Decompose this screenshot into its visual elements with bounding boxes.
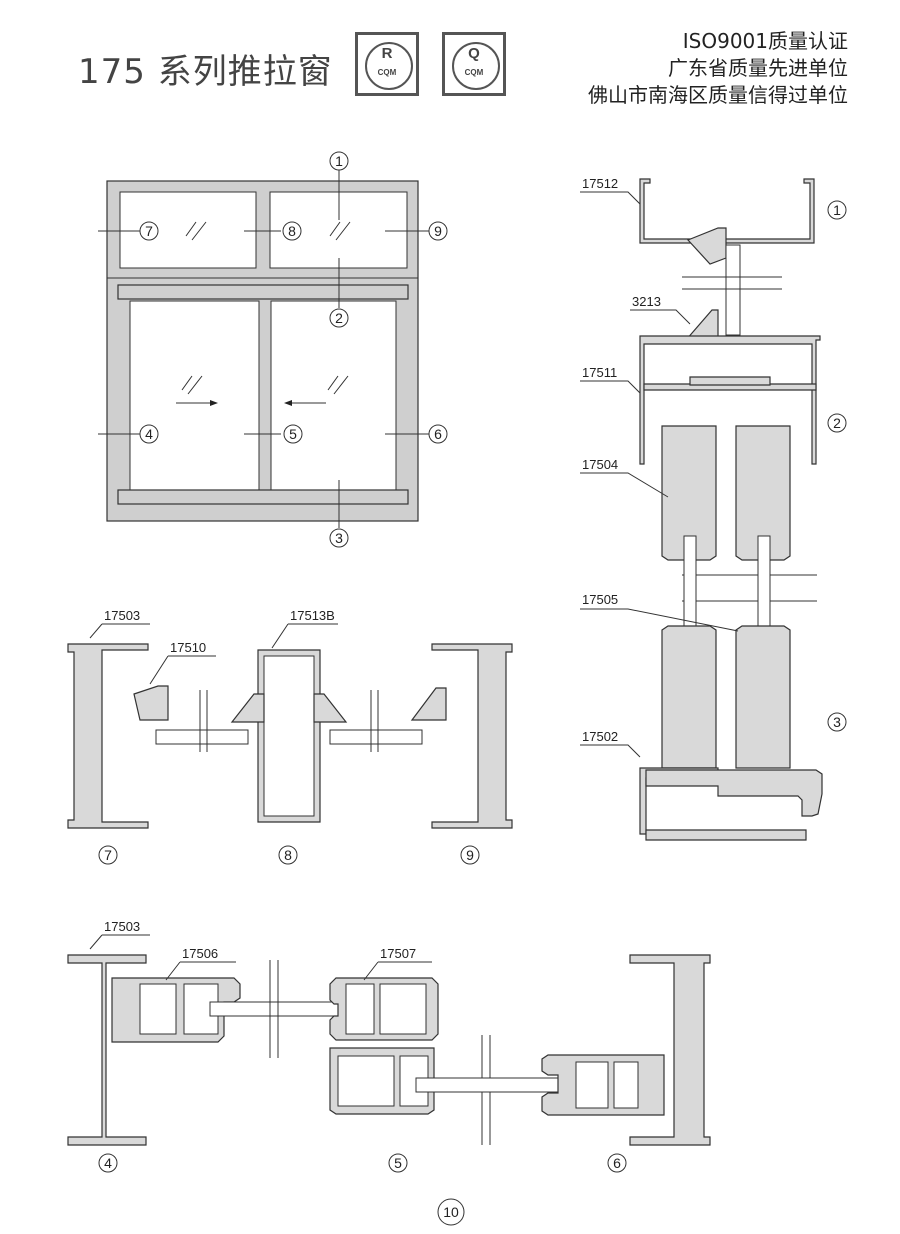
part-17502-label: 17502 bbox=[582, 729, 618, 744]
part-17503-label: 17503 bbox=[104, 919, 140, 934]
svg-text:3: 3 bbox=[335, 530, 343, 546]
page-title: 175 系列推拉窗 bbox=[78, 52, 333, 92]
vertical-section bbox=[639, 178, 823, 841]
svg-text:10: 10 bbox=[443, 1204, 459, 1220]
part-17504-label: 17504 bbox=[582, 457, 618, 472]
marker-1: 1 bbox=[329, 151, 349, 171]
svg-text:5: 5 bbox=[394, 1155, 402, 1171]
svg-text:5: 5 bbox=[289, 426, 297, 442]
window-elevation bbox=[98, 170, 429, 528]
svg-text:1: 1 bbox=[833, 202, 841, 218]
part-17506-label: 17506 bbox=[182, 946, 218, 961]
svg-text:3: 3 bbox=[833, 714, 841, 730]
bottom-horizontal-section bbox=[67, 954, 711, 1146]
svg-text:1: 1 bbox=[335, 153, 343, 169]
honor-province: 广东省质量先进单位 bbox=[668, 56, 848, 80]
honors-list: ISO9001质量认证 广东省质量先进单位 佛山市南海区质量信得过单位 bbox=[588, 28, 848, 109]
svg-text:7: 7 bbox=[104, 847, 112, 863]
marker-1: 1 bbox=[827, 200, 847, 220]
honor-city: 佛山市南海区质量信得过单位 bbox=[588, 83, 848, 107]
marker-5: 5 bbox=[388, 1153, 408, 1173]
svg-text:8: 8 bbox=[288, 223, 296, 239]
svg-text:4: 4 bbox=[104, 1155, 112, 1171]
top-section-labels: 17503 17510 17513B 7 8 9 bbox=[89, 608, 480, 865]
marker-6: 6 bbox=[607, 1153, 627, 1173]
marker-4: 4 bbox=[98, 1153, 118, 1173]
vertical-section-labels: 17512 3213 17511 17504 17505 17502 1 2 3 bbox=[580, 176, 847, 758]
part-17505-label: 17505 bbox=[582, 592, 618, 607]
part-17510-label: 17510 bbox=[170, 640, 206, 655]
bottom-section-labels: 17503 17506 17507 4 5 6 bbox=[89, 919, 627, 1173]
svg-text:6: 6 bbox=[434, 426, 442, 442]
svg-text:9: 9 bbox=[466, 847, 474, 863]
part-3213-label: 3213 bbox=[632, 294, 661, 309]
svg-text:2: 2 bbox=[335, 310, 343, 326]
part-17512-label: 17512 bbox=[582, 176, 618, 191]
marker-9: 9 bbox=[460, 845, 480, 865]
marker-3: 3 bbox=[827, 712, 847, 732]
marker-7: 7 bbox=[98, 845, 118, 865]
part-17511-label: 17511 bbox=[582, 365, 617, 380]
marker-8: 8 bbox=[282, 221, 302, 241]
svg-text:4: 4 bbox=[145, 426, 153, 442]
svg-text:7: 7 bbox=[145, 223, 153, 239]
part-17503-label: 17503 bbox=[104, 608, 140, 623]
marker-2: 2 bbox=[827, 413, 847, 433]
marker-6: 6 bbox=[428, 424, 448, 444]
marker-5: 5 bbox=[283, 424, 303, 444]
svg-text:8: 8 bbox=[284, 847, 292, 863]
svg-text:9: 9 bbox=[434, 223, 442, 239]
part-17507-label: 17507 bbox=[380, 946, 416, 961]
page-number: 10 bbox=[437, 1198, 465, 1226]
top-horizontal-section bbox=[67, 643, 513, 829]
marker-3: 3 bbox=[329, 528, 349, 548]
marker-2: 2 bbox=[329, 308, 349, 328]
svg-text:6: 6 bbox=[613, 1155, 621, 1171]
marker-7: 7 bbox=[139, 221, 159, 241]
part-17513b-label: 17513B bbox=[290, 608, 335, 623]
marker-4: 4 bbox=[139, 424, 159, 444]
elevation-markers: 1 2 3 4 5 6 7 8 9 bbox=[139, 151, 448, 548]
svg-text:2: 2 bbox=[833, 415, 841, 431]
honor-iso: ISO9001质量认证 bbox=[682, 29, 848, 53]
marker-9: 9 bbox=[428, 221, 448, 241]
marker-8: 8 bbox=[278, 845, 298, 865]
